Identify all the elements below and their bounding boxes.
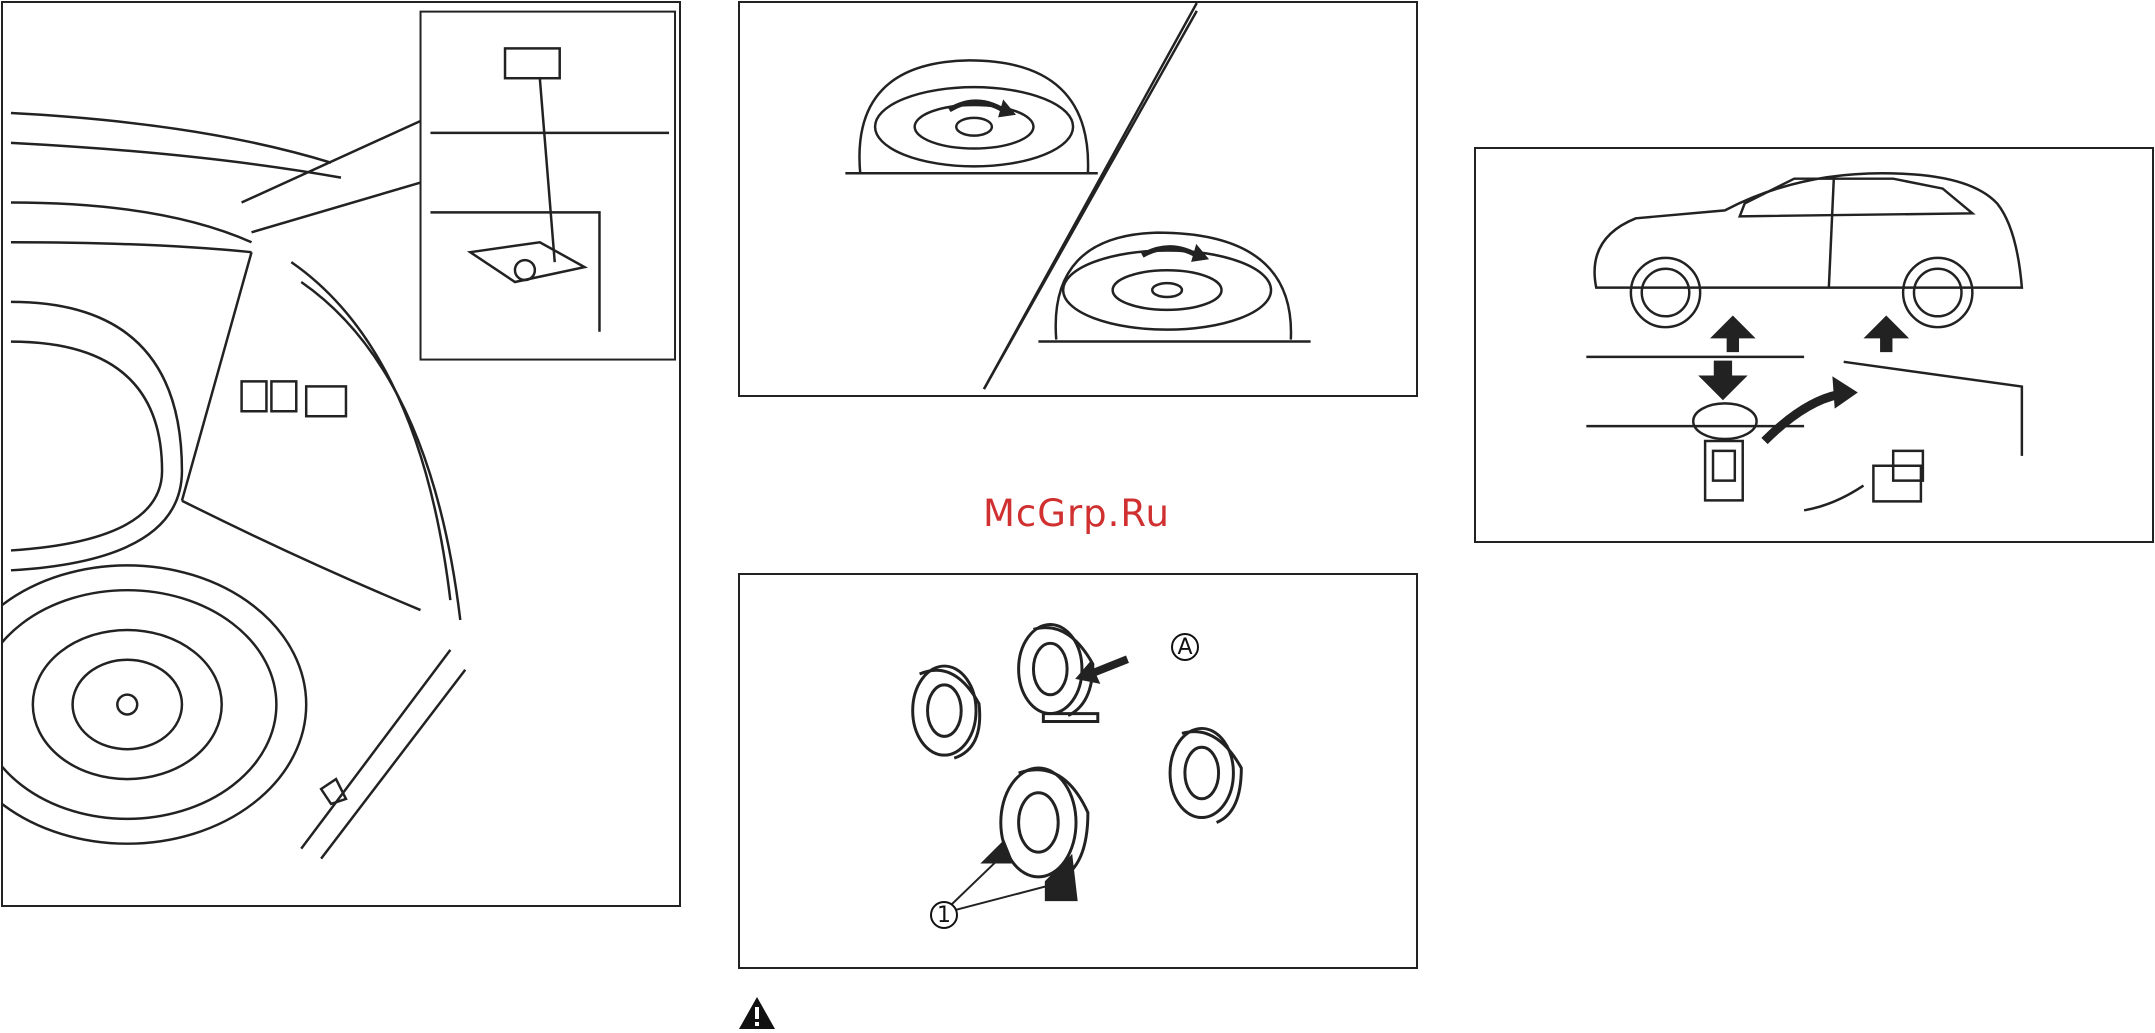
callout-1: 1 [930,901,958,929]
trunk-floor-illustration-panel [1,1,681,907]
trunk-floor-hook-illustration [3,3,679,905]
spare-tire-panel [738,1,1418,397]
warning-triangle-icon [738,996,776,1030]
watermark-text: McGrp.Ru [983,492,1170,535]
jack-points-panel [1474,147,2154,543]
spare-tire-removal-illustration [740,3,1416,395]
wheel-chocks-panel [738,573,1418,969]
wheel-chocks-illustration [740,575,1416,967]
jack-points-illustration [1476,149,2152,541]
callout-a: A [1171,633,1199,661]
